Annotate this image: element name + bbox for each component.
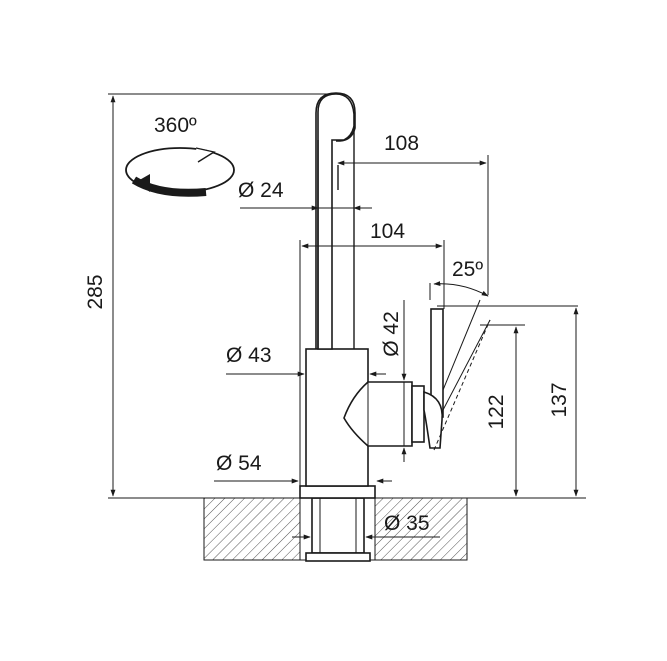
dim-lever-angle (429, 281, 578, 307)
dim-lever-height (467, 324, 586, 499)
base-ring (299, 485, 376, 499)
mounting-shank (305, 497, 371, 562)
faucet-spout (315, 92, 356, 350)
dim-lever-diameter (396, 300, 412, 462)
lever-height-label: 122 (485, 394, 508, 429)
rotation-arrow-icon (125, 147, 235, 197)
spout-reach-label: 108 (384, 132, 419, 155)
handle-lever (423, 299, 491, 451)
spout-diameter-label: Ø 24 (238, 179, 284, 202)
lever-reach-label: 104 (370, 220, 405, 243)
lever-angle-label: 25º (452, 258, 483, 281)
body-diameter-label: Ø 43 (226, 344, 272, 367)
dim-spout-reach (337, 155, 489, 295)
lever-housing (343, 381, 425, 447)
lever-top-height-label: 137 (548, 382, 571, 417)
dim-total-height (108, 93, 335, 499)
base-diameter-label: Ø 54 (216, 452, 262, 475)
rotation-label: 360º (154, 114, 197, 137)
total-height-label: 285 (84, 274, 107, 309)
dim-lever-reach (299, 240, 445, 486)
shank-diameter-label: Ø 35 (384, 512, 430, 535)
lever-diameter-label: Ø 42 (380, 311, 403, 357)
